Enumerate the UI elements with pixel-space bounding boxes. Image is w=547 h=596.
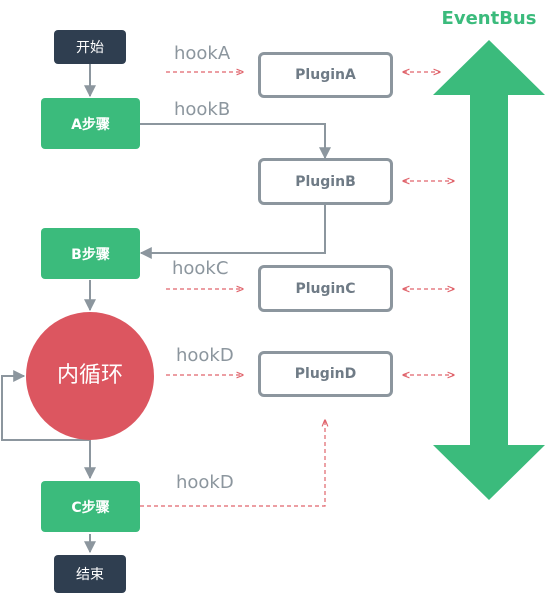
eventbus-double-arrow xyxy=(433,40,545,500)
hook-d-label-2: hookD xyxy=(176,472,234,493)
flow-pluginb-to-b xyxy=(139,205,326,259)
hook-arrow-d-from-c xyxy=(140,420,325,507)
plugin-d-box: PluginD xyxy=(258,351,393,397)
step-c-node: C步骤 xyxy=(41,481,140,532)
plugin-b-box: PluginB xyxy=(258,158,393,205)
plugin-c-box: PluginC xyxy=(258,265,393,312)
step-b-node: B步骤 xyxy=(41,228,140,279)
hook-c-label: hookC xyxy=(172,258,229,279)
end-node: 结束 xyxy=(54,555,126,593)
hook-b-label: hookB xyxy=(174,99,231,120)
eventbus-title: EventBus xyxy=(441,8,537,29)
flow-loop-back xyxy=(1,370,90,441)
start-node: 开始 xyxy=(54,30,126,64)
flow-a-to-pluginb xyxy=(140,123,331,160)
hook-a-label: hookA xyxy=(174,43,231,64)
inner-loop-label: 内循环 xyxy=(56,363,123,388)
step-a-node: A步骤 xyxy=(41,98,140,149)
inner-loop-node: 内循环 xyxy=(26,312,154,440)
hook-d-label: hookD xyxy=(176,345,234,366)
plugin-a-box: PluginA xyxy=(258,52,393,98)
